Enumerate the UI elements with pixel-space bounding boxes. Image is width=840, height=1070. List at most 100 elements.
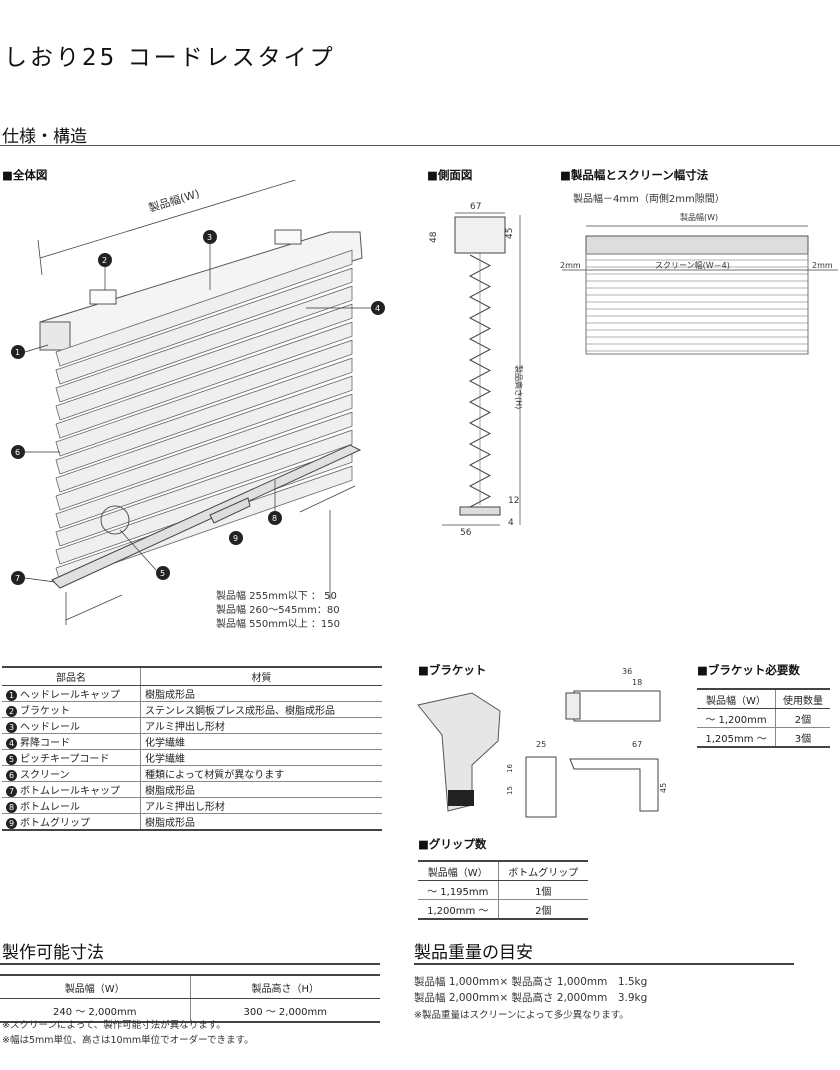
width-fig-w: 製品幅(W) — [680, 212, 718, 222]
bracket-count-qty-2: 3個 — [775, 727, 830, 748]
table-row: 240 ～ 2,000mm 300 ～ 2,000mm — [0, 998, 380, 1023]
svg-text:4: 4 — [375, 304, 380, 313]
part-material: 樹脂成形品 — [140, 685, 382, 702]
pleat — [55, 339, 353, 457]
side-dim-h4: 4 — [508, 518, 514, 528]
width-dim-label: 製品幅(W) — [147, 186, 201, 215]
bracket-label: ■ブラケット — [418, 663, 487, 677]
weight-line-2: 製品幅 2,000mm× 製品高さ 2,000mm 3.9kg — [414, 992, 648, 1004]
part-name-text: ピッチキープコード — [20, 754, 110, 765]
size-height-value: 300 ～ 2,000mm — [190, 998, 380, 1023]
grip-note-3: 製品幅 550mm以上 ：150 — [216, 619, 341, 630]
weight-line-1: 製品幅 1,000mm× 製品高さ 1,000mm 1.5kg — [414, 976, 648, 988]
part-material: 化学繊維 — [140, 733, 382, 750]
part-name-text: ボトムレール — [20, 802, 80, 813]
part-number: 8 — [6, 801, 17, 813]
pleat — [55, 303, 353, 421]
svg-text:9: 9 — [233, 534, 238, 543]
bracket-count-header-width: 製品幅（W） — [697, 688, 776, 709]
grip-note-1: 製品幅 255mm以下 ： 50 — [216, 591, 337, 602]
bracket-count-qty-1: 2個 — [775, 708, 830, 728]
pleat — [55, 375, 353, 493]
side-dim-h1: 48 — [429, 231, 439, 243]
part-number: 9 — [6, 817, 17, 829]
part-name-text: ヘッドレールキャップ — [20, 690, 120, 701]
pleat — [55, 267, 353, 385]
weight-rule — [414, 963, 794, 965]
grip-count-label: ■グリップ数 — [418, 837, 487, 851]
pleat — [55, 429, 353, 547]
grip-notes: 製品幅 255mm以下 ： 50 製品幅 260～545mm：80 製品幅 55… — [216, 590, 340, 632]
grip-count-header-grip: ボトムグリップ — [498, 860, 588, 881]
part-material: 種類によって材質が異なります — [140, 765, 382, 782]
width-fig-screen: スクリーン幅(W－4) — [655, 260, 730, 270]
size-note-1: ※スクリーンによって、製作可能寸法が異なります。 — [2, 1020, 226, 1031]
svg-text:6: 6 — [15, 448, 20, 457]
table-row: 1,205mm ～3個 — [697, 727, 830, 748]
part-material: アルミ押出し形材 — [140, 797, 382, 814]
side-label: ■側面図 — [427, 168, 473, 182]
size-rule — [0, 963, 380, 965]
spec-rule — [0, 145, 840, 146]
side-dim-bottom: 56 — [460, 528, 472, 538]
width-fig-note: 製品幅－4mm（両側2mm隙間） — [573, 194, 725, 205]
bracket-dim-45: 45 — [659, 783, 668, 793]
bracket-count-header-qty: 使用数量 — [775, 688, 830, 709]
grip-note-2: 製品幅 260～545mm：80 — [216, 605, 340, 616]
size-note-2: ※幅は5mm単位、高さは10mm単位でオーダーできます。 — [2, 1035, 254, 1046]
svg-text:3: 3 — [207, 233, 212, 242]
part-material: ステンレス鋼板プレス成形品、樹脂成形品 — [140, 701, 382, 718]
size-header-width: 製品幅（W） — [0, 974, 191, 999]
grip-count-qty-2: 2個 — [498, 899, 588, 920]
width-fig-gap-left: 2mm — [560, 261, 581, 270]
svg-text:5: 5 — [160, 569, 165, 578]
part-name-text: ボトムレールキャップ — [20, 786, 120, 797]
part-material: 樹脂成形品 — [140, 813, 382, 831]
part-material: 化学繊維 — [140, 749, 382, 766]
grip-count-width-1: ～ 1,195mm — [418, 880, 499, 900]
overall-diagram: 製品幅(W) 1 2 3 4 5 6 7 8 9 — [11, 180, 385, 625]
parts-header-material: 材質 — [140, 666, 382, 686]
bracket-dim-36: 36 — [622, 667, 632, 676]
part-number: 4 — [6, 737, 17, 749]
weight-heading: 製品重量の目安 — [414, 943, 533, 963]
part-number: 7 — [6, 785, 17, 797]
part-name-text: ブラケット — [20, 706, 70, 717]
part-number: 1 — [6, 689, 17, 701]
side-dim-h2: 45 — [505, 228, 515, 239]
grip-count-width-2: 1,200mm ～ — [418, 899, 499, 920]
table-row: 1,200mm ～2個 — [418, 899, 588, 920]
page-title: しおり25 コードレスタイプ — [4, 45, 336, 71]
svg-text:8: 8 — [272, 514, 277, 523]
part-number: 5 — [6, 753, 17, 765]
width-fig-label: ■製品幅とスクリーン幅寸法 — [560, 168, 709, 182]
bracket-dim-16: 16 — [506, 764, 514, 773]
grip-count-qty-1: 1個 — [498, 880, 588, 900]
part-number: 2 — [6, 705, 17, 717]
part-material: アルミ押出し形材 — [140, 717, 382, 734]
bracket-count-width-1: ～ 1,200mm — [697, 708, 776, 728]
side-dim-top: 67 — [470, 202, 481, 212]
size-table: 製品幅（W） 製品高さ（H） 240 ～ 2,000mm 300 ～ 2,000… — [0, 974, 380, 1023]
bracket-count-label: ■ブラケット必要数 — [697, 663, 800, 677]
part-number: 6 — [6, 769, 17, 781]
pleat — [55, 321, 353, 439]
parts-header-name: 部品名 — [2, 666, 141, 686]
bracket-dim-67: 67 — [632, 740, 642, 749]
part-name-text: スクリーン — [20, 770, 70, 781]
